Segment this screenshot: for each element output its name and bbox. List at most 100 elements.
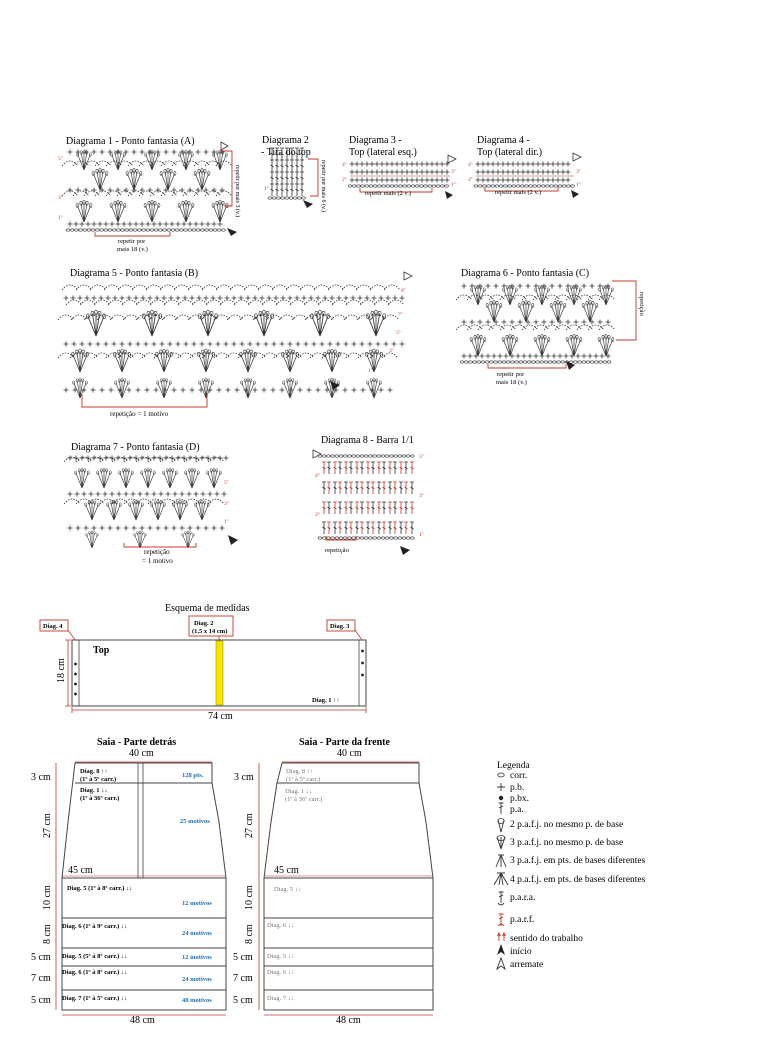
diagram-3-row-3: 3º	[451, 169, 456, 175]
saia-frente-h1: 27 cm	[244, 813, 255, 838]
legenda: Legenda corr. p.b. p.bx. p.a. 2 p.a.f.j.…	[493, 761, 646, 971]
saia-tras-title: Saia - Parte detrás	[97, 737, 176, 748]
diagram-8-row-4: 4º	[315, 473, 320, 479]
diagram-7-repeat-1: repetição	[144, 548, 170, 556]
diagram-3-row-1: 1º	[451, 182, 456, 188]
diagram-5-title: Diagrama 5 - Ponto fantasia (B)	[70, 268, 198, 279]
saia-frente-h3: 8 cm	[244, 924, 255, 944]
cluster-3-icon	[496, 835, 506, 850]
diagram-4-repeat: repetir mais (2 v.)	[495, 189, 541, 196]
saia-tras-label-0b: (1º à 5º carr.)	[80, 776, 116, 783]
diagram-8-row-1: 1º	[419, 532, 424, 538]
diagram-2-title-2: - Tira do top	[261, 147, 311, 158]
diagram-6-repeat-bottom-2: mais 18 (v.)	[496, 379, 527, 386]
diagram-6-title: Diagrama 6 - Ponto fantasia (C)	[461, 268, 589, 279]
saia-frente-label-0b: (1º à 5º carr.)	[286, 776, 320, 783]
diagram-1-repeat-bottom-1: repetir por	[118, 238, 146, 245]
single-crochet-icon	[497, 783, 505, 791]
saia-frente-bottom-width: 48 cm	[336, 1015, 361, 1026]
saia-tras-label-0: Diag. 8 ↑↑	[80, 768, 108, 775]
saia-tras-h4: 5 cm	[31, 952, 51, 963]
esquema-diag3-label: Diag. 3	[330, 623, 350, 630]
diagram-2-repeat: repetir por mais 6 (v.)	[320, 160, 327, 212]
diagram-4-title-2: Top (lateral dir.)	[477, 147, 542, 158]
finish-arrow-icon	[312, 449, 322, 459]
legenda-item-0: corr.	[510, 771, 527, 781]
esquema-width: 74 cm	[208, 711, 233, 722]
esquema-diag4-label: Diag. 4	[43, 623, 63, 630]
finish-arrow-icon	[220, 141, 229, 151]
start-arrow-icon	[445, 191, 453, 199]
saia-tras-h2: 10 cm	[42, 885, 53, 910]
saia-frente-label-3: Diag. 6 ↓↓	[267, 922, 294, 929]
saia-tras-label-1b: (1º à 36º carr.)	[80, 795, 119, 802]
diagram-1-row-2: 2º	[226, 204, 231, 210]
diagram-2-title-1: Diagrama 2	[262, 135, 309, 146]
diagram-2-row-1: 1º	[264, 186, 269, 192]
legenda-item-5: 3 p.a.f.j. no mesmo p. de base	[510, 837, 623, 848]
diagram-5-row-5: 5º	[396, 330, 401, 336]
diagram-3-row-4: 4º	[342, 162, 347, 168]
diagram-3-title-2: Top (lateral esq.)	[349, 147, 417, 158]
decrease-3-icon	[495, 854, 507, 868]
diagram-3-title-1: Diagrama 3 -	[349, 135, 402, 146]
saia-tras-label-3: Diag. 6 (1º à 9º carr.) ↓↓	[62, 923, 127, 930]
diagram-8-row-5: 5º	[419, 454, 424, 460]
saia-frente-title: Saia - Parte da frente	[299, 737, 390, 748]
saia-frente-inner-width: 45 cm	[274, 865, 299, 876]
diagram-8: Diagrama 8 - Barra 1/1 repetição 5º 4º 3…	[312, 435, 424, 555]
esquema-height: 18 cm	[56, 658, 67, 683]
diagram-5-row-3: 3º	[389, 348, 394, 354]
finish-arrow-icon	[447, 154, 457, 164]
diagram-5-row-7: 7º	[398, 312, 403, 318]
diagram-7: Diagrama 7 - Ponto fantasia (D) repetiçã…	[63, 442, 238, 565]
saia-frente-h2: 10 cm	[244, 885, 255, 910]
diagram-8-row-2: 2º	[315, 512, 320, 518]
esquema-diag1-label: Diag. 1 ↑↑	[312, 697, 340, 704]
saia-tras-label-1: Diag. 1 ↓↓	[80, 787, 108, 794]
legenda-item-1: p.b.	[510, 783, 524, 793]
finish-arrow-icon	[572, 152, 582, 162]
diagram-1-title: Diagrama 1 - Ponto fantasia (A)	[66, 136, 195, 147]
saia-tras-motivo-2: 12 motivos	[182, 900, 212, 907]
direction-arrows-icon	[497, 931, 506, 941]
diagram-7-row-5: 5º	[224, 480, 229, 486]
diagram-4-row-2: 2º	[468, 177, 473, 183]
saia-frente-label-2: Diag. 5 ↓↓	[274, 886, 301, 893]
diagram-6-repeat-bottom-1: repetir por	[497, 371, 525, 378]
raised-front-icon	[497, 891, 505, 906]
saia-tras-label-5: Diag. 6 (1º à 8º carr.) ↓↓	[62, 969, 127, 976]
diagram-8-title: Diagrama 8 - Barra 1/1	[321, 435, 414, 446]
saia-frente-h4: 5 cm	[233, 952, 253, 963]
esquema-title: Esquema de medidas	[165, 603, 250, 614]
legenda-item-8: p.a.r.a.	[510, 893, 535, 903]
diagram-4-title-1: Diagrama 4 -	[477, 135, 530, 146]
legenda-item-10: sentido do trabalho	[510, 934, 583, 944]
legenda-item-3: p.a.	[510, 805, 524, 815]
saia-tras-h1: 27 cm	[42, 813, 53, 838]
saia-tras-motivo-1: 25 motivos	[180, 818, 210, 825]
start-arrow-icon	[400, 546, 410, 555]
start-arrow-icon	[227, 228, 237, 236]
saia-tras-motivo-5: 24 motivos	[182, 976, 212, 983]
diagram-7-row-1: 1º	[224, 519, 229, 525]
legenda-item-7: 4 p.a.f.j. em pts. de bases diferentes	[510, 874, 646, 885]
start-arrow-icon	[228, 535, 238, 545]
saia-tras-inner-width: 45 cm	[68, 865, 93, 876]
saia-frente-h0: 3 cm	[234, 772, 254, 783]
start-arrow-icon	[330, 381, 340, 390]
saia-tras-h5: 7 cm	[31, 973, 51, 984]
diagram-8-repeat: repetição	[325, 547, 349, 554]
start-arrow-icon	[303, 200, 313, 208]
saia-frente-label-1b: (1º à 36º carr.)	[285, 796, 322, 803]
raised-back-icon	[497, 913, 505, 927]
esquema-diag2-label-1: Diag. 2	[194, 620, 214, 627]
saia-tras-motivo-4: 12 motivos	[182, 954, 212, 961]
diagram-5-repeat: repetição = 1 motivo	[110, 410, 169, 418]
saia-frente-top-width: 40 cm	[337, 748, 362, 759]
saia-tras-top-width: 40 cm	[129, 748, 154, 759]
finish-arrow-icon	[496, 956, 506, 971]
saia-tras-motivo-0: 128 pts.	[182, 772, 204, 779]
esquema-top-label: Top	[93, 645, 110, 656]
